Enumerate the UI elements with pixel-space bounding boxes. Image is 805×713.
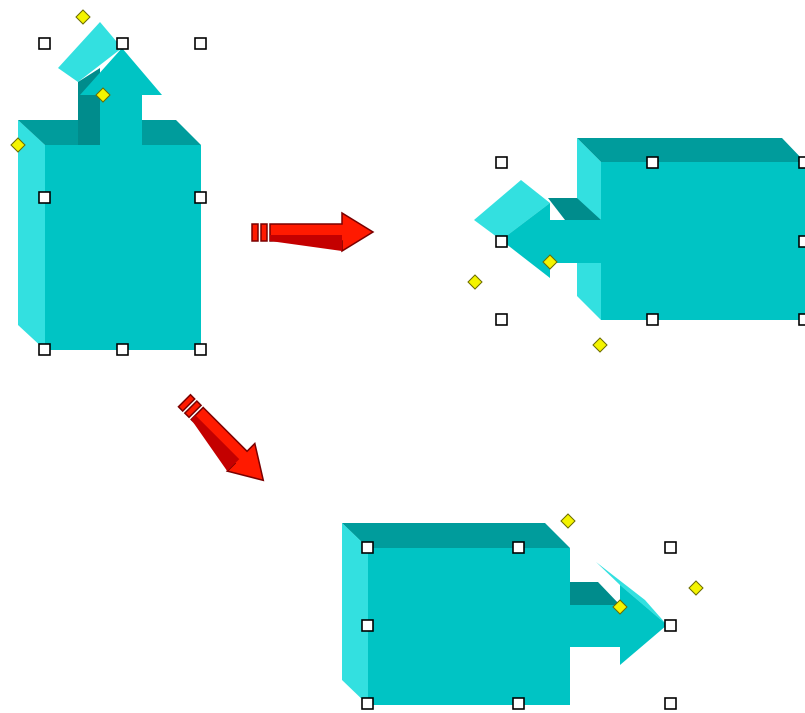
selection-handle[interactable] <box>495 313 508 326</box>
selection-handle[interactable] <box>38 37 51 50</box>
box-front-face <box>368 548 570 705</box>
selection-handle[interactable] <box>116 343 129 356</box>
selection-handle[interactable] <box>361 619 374 632</box>
shape-flipped-right[interactable] <box>342 513 704 710</box>
selection-handle[interactable] <box>361 697 374 710</box>
selection-handle[interactable] <box>495 235 508 248</box>
arrow-shaft-face <box>550 220 601 263</box>
arrow-head-face <box>620 585 667 665</box>
adjustment-handle[interactable] <box>688 580 704 596</box>
adjustment-handle[interactable] <box>542 254 558 270</box>
arrow-head-face <box>80 48 162 95</box>
adjustment-handle[interactable] <box>75 9 91 25</box>
arrow-head-side-face <box>474 180 550 240</box>
adjustment-handle[interactable] <box>10 137 26 153</box>
box-top-face <box>577 138 805 162</box>
arrow-depth-face <box>548 198 601 220</box>
selection-handle[interactable] <box>194 37 207 50</box>
selection-handle[interactable] <box>664 541 677 554</box>
arrow-depth-face <box>570 582 620 605</box>
box-side-face <box>18 120 45 350</box>
box-front-face <box>45 145 201 350</box>
selection-handle[interactable] <box>646 313 659 326</box>
selection-handle[interactable] <box>194 191 207 204</box>
selection-handle[interactable] <box>116 37 129 50</box>
arrow-shaft-face <box>100 95 142 145</box>
selection-handle[interactable] <box>664 619 677 632</box>
adjustment-handle[interactable] <box>592 337 608 353</box>
box-top-face <box>342 523 570 548</box>
selection-handle[interactable] <box>646 156 659 169</box>
selection-handle[interactable] <box>664 697 677 710</box>
shape-rotated-left[interactable] <box>467 138 805 353</box>
arrow-head-side-face <box>596 562 667 625</box>
selection-handle[interactable] <box>38 191 51 204</box>
transition-arrow-right <box>251 211 375 253</box>
box-front-face <box>601 162 805 320</box>
adjustment-handle[interactable] <box>560 513 576 529</box>
selection-handle[interactable] <box>512 697 525 710</box>
shape-original[interactable] <box>10 9 207 356</box>
selection-handle[interactable] <box>798 313 805 326</box>
transition-arrow-down-right <box>177 393 265 482</box>
arrow-head-side-face <box>58 22 122 82</box>
arrow-head-face <box>501 203 550 278</box>
adjustment-handle[interactable] <box>95 87 111 103</box>
arrow-shaft-face <box>570 605 625 647</box>
adjustment-handle[interactable] <box>612 599 628 615</box>
selection-handle[interactable] <box>798 235 805 248</box>
box-side-face <box>342 523 368 705</box>
selection-handle[interactable] <box>495 156 508 169</box>
selection-handle[interactable] <box>361 541 374 554</box>
adjustment-handle[interactable] <box>467 274 483 290</box>
selection-handle[interactable] <box>512 541 525 554</box>
selection-handle[interactable] <box>38 343 51 356</box>
selection-handle[interactable] <box>798 156 805 169</box>
selection-handle[interactable] <box>194 343 207 356</box>
